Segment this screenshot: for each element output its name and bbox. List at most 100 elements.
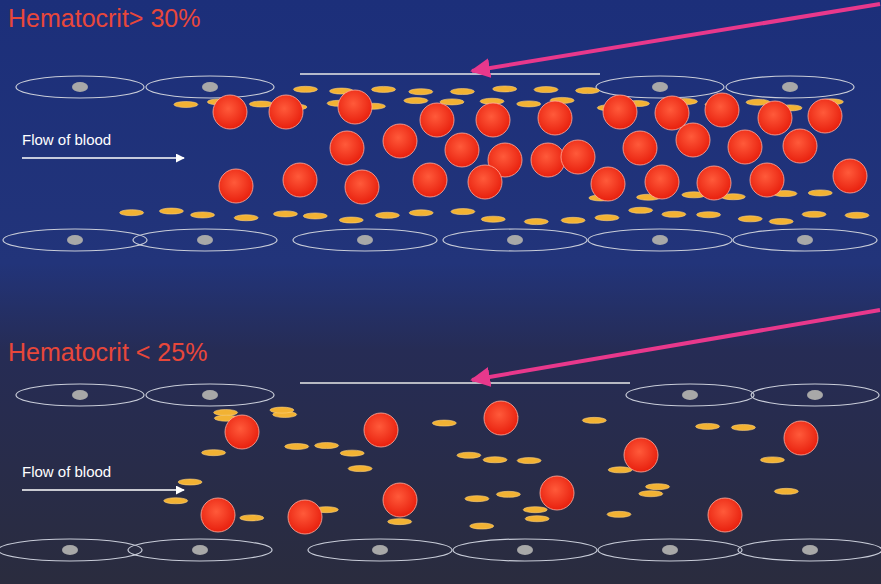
platelet [738,216,762,222]
red-blood-cell [383,124,417,158]
endothelial-cell [751,384,879,406]
red-blood-cell [201,498,235,532]
platelet [270,407,294,413]
platelet [808,190,832,196]
flow-arrow [22,489,184,491]
platelet [191,212,215,218]
red-blood-cell [808,99,842,133]
red-blood-cell [468,165,502,199]
red-blood-cell [697,166,731,200]
cell-nucleus [807,390,823,400]
platelet [303,213,327,219]
cell-nucleus [202,390,218,400]
red-blood-cell [624,438,658,472]
platelet [534,87,558,93]
red-blood-cell [484,401,518,435]
endothelial-cell [726,76,854,98]
endothelial-cell [308,539,452,561]
red-blood-cell [540,476,574,510]
cell-nucleus [192,545,208,555]
red-blood-cell [288,500,322,534]
endothelial-cell [3,229,147,251]
platelet [450,89,474,95]
platelet [178,479,202,485]
red-blood-cell [758,101,792,135]
flow-label: Flow of blood [22,463,111,480]
cell-nucleus [202,82,218,92]
red-blood-cell [476,103,510,137]
platelet [524,219,548,225]
endothelial-cell [733,229,877,251]
endothelial-cell [128,539,272,561]
platelet [483,457,507,463]
red-blood-cell [219,169,253,203]
red-blood-cell [833,159,867,193]
red-blood-cell [531,143,565,177]
cell-nucleus [782,82,798,92]
platelet [174,101,198,107]
cell-nucleus [662,545,678,555]
platelet [525,516,549,522]
red-blood-cell [338,90,372,124]
red-blood-cell [591,167,625,201]
pointer-arrow [472,310,880,380]
cell-nucleus [372,545,388,555]
pointer-arrow [472,4,880,71]
platelet [595,215,619,221]
red-blood-cell [603,95,637,129]
red-blood-cell [445,133,479,167]
red-blood-cell [413,163,447,197]
platelet [240,515,264,521]
red-blood-cell [213,95,247,129]
panel-heading: Hematocrit < 25% [8,338,207,367]
endothelial-cell [133,229,277,251]
platelet [293,86,317,92]
platelet [340,450,364,456]
platelet [372,86,396,92]
red-blood-cell [283,163,317,197]
platelet [769,218,793,224]
platelet [496,491,520,497]
platelet [802,211,826,217]
cell-nucleus [357,235,373,245]
endothelial-cell [738,539,881,561]
endothelial-cell [453,539,597,561]
platelet [696,423,720,429]
platelet [845,212,869,218]
platelet [576,88,600,94]
platelet [348,466,372,472]
red-blood-cell [225,415,259,449]
red-blood-cell [655,96,689,130]
red-blood-cell [708,498,742,532]
platelet [465,496,489,502]
cell-nucleus [517,545,533,555]
platelet [202,450,226,456]
cell-nucleus [802,545,818,555]
cell-nucleus [72,390,88,400]
red-blood-cell [420,103,454,137]
platelet [646,484,670,490]
platelet [481,216,505,222]
platelet [339,217,363,223]
platelet [285,443,309,449]
platelet [315,443,339,449]
endothelial-cell [626,384,754,406]
red-blood-cell [345,170,379,204]
platelet [582,417,606,423]
platelet [517,101,541,107]
endothelial-cell [293,229,437,251]
platelet [608,467,632,473]
red-blood-cell [269,95,303,129]
endothelial-cell [598,539,742,561]
platelet [457,452,481,458]
red-blood-cell [561,140,595,174]
endothelial-cell [16,384,144,406]
red-blood-cell [383,483,417,517]
platelet [607,511,631,517]
platelet [662,211,686,217]
endothelial-cell [596,76,724,98]
red-blood-cell [645,165,679,199]
platelet [760,457,784,463]
platelet [629,207,653,213]
